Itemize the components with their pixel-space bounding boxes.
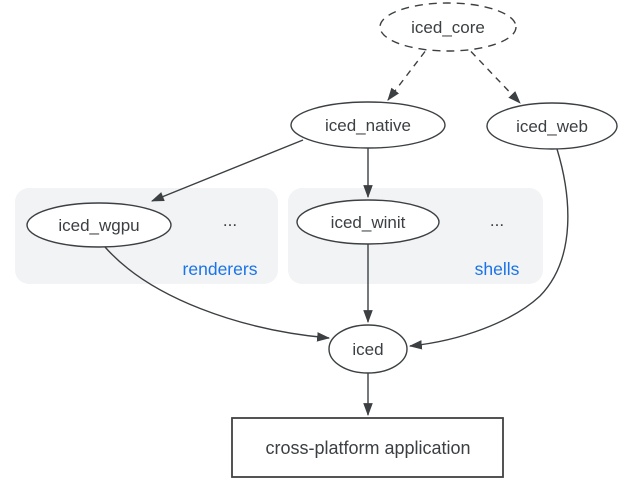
node-app-shape [231,417,504,478]
node-iced-winit-label: iced_winit [331,213,406,232]
node-iced-web-shape [486,102,618,150]
node-iced-web-label: iced_web [516,117,588,136]
edge-iced-web-to-iced [408,148,569,350]
edge-iced-core-to-iced-web [470,51,521,104]
edge-iced-native-to-iced-wgpu [150,139,304,202]
node-iced-label: iced [352,340,383,359]
node-iced-wgpu-label: iced_wgpu [58,216,139,235]
node-iced-winit-shape [296,199,440,245]
edge-iced-wgpu-to-iced [104,246,331,342]
node-iced-core-shape [379,2,517,52]
shells-more-ellipsis: ... [490,211,504,230]
node-app-label: cross-platform application [265,438,470,458]
shells-group-label: shells [475,259,520,279]
renderers-more-ellipsis: ... [223,211,237,230]
node-iced-wgpu-shape [26,202,172,248]
node-iced-native-shape [290,101,446,149]
node-iced-shape [328,324,408,374]
renderers-group-label: renderers [183,259,258,279]
edge-iced-core-to-iced-native [387,51,426,101]
node-iced-core-label: iced_core [411,18,485,37]
node-iced-native-label: iced_native [325,116,411,135]
